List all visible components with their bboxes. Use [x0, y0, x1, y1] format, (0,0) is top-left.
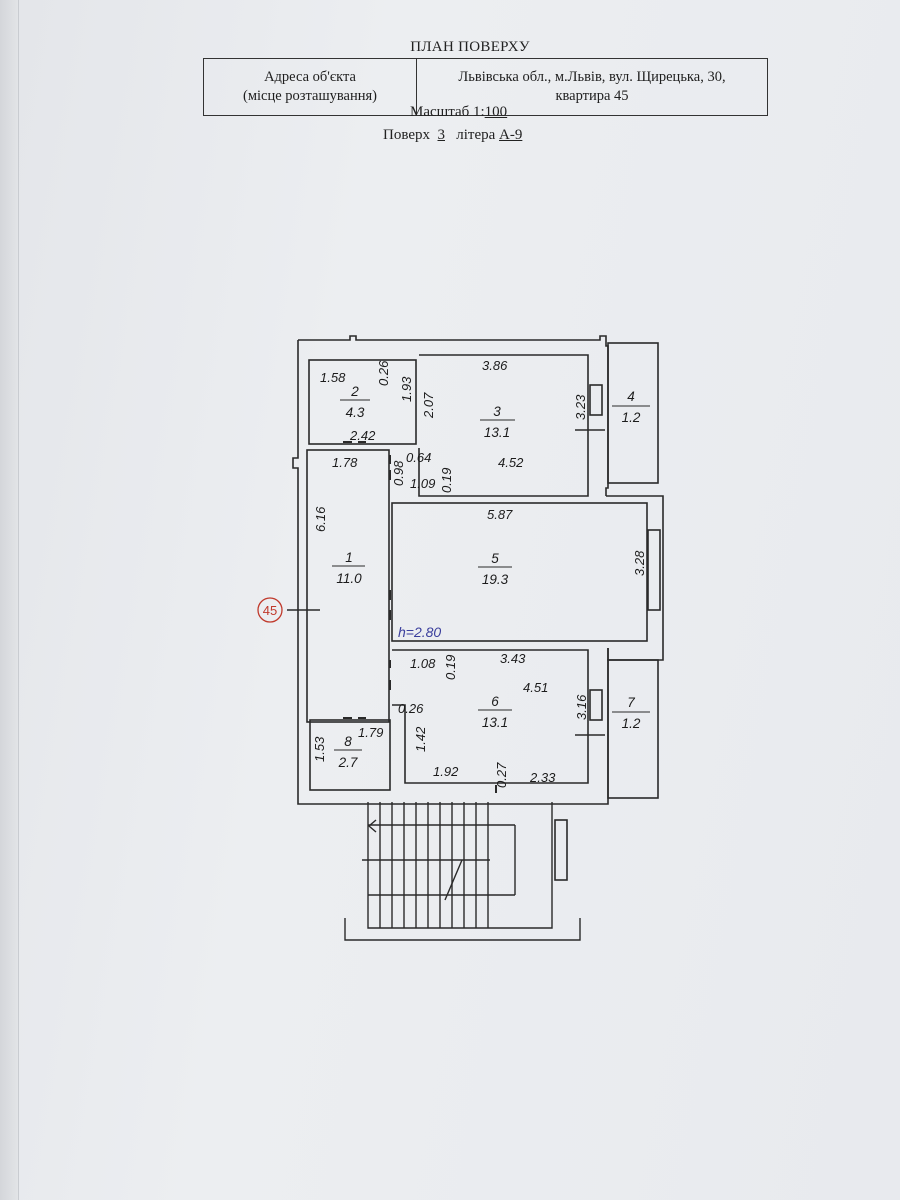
- ceiling-height: h=2.80: [398, 624, 441, 640]
- dim-108: 1.08: [410, 656, 436, 671]
- door-marks: [343, 441, 497, 793]
- scale-label: Масштаб 1:: [410, 104, 485, 120]
- address-value-cell: Львівська обл., м.Львів, вул. Щирецька, …: [416, 58, 768, 116]
- room-5-number: 5: [491, 551, 499, 566]
- plan-walls: [287, 335, 664, 881]
- letter-value: А-9: [499, 127, 523, 143]
- page-title: ПЛАН ПОВЕРХУ: [410, 39, 530, 55]
- room-4-area: 1.2: [622, 410, 641, 425]
- room-6-area: 13.1: [482, 715, 508, 730]
- balcony-4-wall: [607, 342, 659, 484]
- window-room-5: [647, 529, 661, 611]
- dim-019a: 0.19: [439, 468, 454, 493]
- letter-label: літера: [456, 127, 496, 143]
- room-6-number: 6: [491, 694, 499, 709]
- dim-r6-mid: 4.51: [523, 680, 548, 695]
- dim-r1-top: 1.78: [332, 455, 358, 470]
- room-4-number: 4: [627, 389, 635, 404]
- stair-outline: [367, 802, 553, 929]
- room-8-number: 8: [344, 734, 352, 749]
- room-3-wall: [418, 354, 589, 497]
- stair-base: [344, 918, 581, 941]
- dim-019b: 0.19: [443, 655, 458, 680]
- dim-r1-side: 6.16: [313, 506, 328, 532]
- room-5-area: 19.3: [482, 572, 509, 587]
- dim-r6-left: 1.42: [413, 726, 428, 752]
- dim-r5-right: 3.28: [632, 550, 647, 576]
- room-2-area: 4.3: [346, 405, 365, 420]
- address-table: Адреса об'єкта (місце розташування) Льві…: [203, 58, 768, 116]
- stair-cut-line: [444, 859, 463, 901]
- room-7-area: 1.2: [622, 716, 641, 731]
- address-label-cell: Адреса об'єкта (місце розташування): [203, 58, 417, 116]
- dim-r6-bottom-right: 2.33: [529, 770, 556, 785]
- dim-r2-side: 0.26: [376, 360, 391, 386]
- room-8-wall: [309, 719, 391, 791]
- room-8-area: 2.7: [338, 755, 358, 770]
- floor-text: Поверх 3 літера А-9: [383, 127, 522, 144]
- dim-027: 0.27: [494, 762, 509, 788]
- window-room-3: [589, 384, 603, 416]
- dim-r6-right: 3.16: [574, 694, 589, 720]
- room-1-number: 1: [345, 550, 353, 565]
- room-5-wall: [391, 502, 648, 642]
- address-label-line1: Адреса об'єкта: [264, 69, 356, 85]
- dim-026: 0.26: [398, 701, 424, 716]
- dim-r8-left: 1.53: [312, 736, 327, 762]
- dim-r8-top: 1.79: [358, 725, 383, 740]
- stair-arrow: [367, 819, 377, 833]
- dim-r3-top: 3.86: [482, 358, 508, 373]
- room-2-number: 2: [350, 384, 359, 399]
- scale-value: 100: [484, 104, 508, 120]
- dim-r6-top: 3.43: [500, 651, 526, 666]
- dim-r6-bottom-left: 1.92: [433, 764, 459, 779]
- dim-r3-left: 2.07: [421, 392, 436, 419]
- dim-109: 1.09: [410, 476, 435, 491]
- axis-marker-circle: [257, 597, 283, 623]
- room-3-number: 3: [493, 404, 501, 419]
- outer-wall-left-bottom: [292, 340, 609, 805]
- room-3-area: 13.1: [484, 425, 510, 440]
- address-line1: Львівська обл., м.Львів, вул. Щирецька, …: [458, 69, 726, 85]
- dim-r2-height: 1.93: [399, 376, 414, 402]
- dim-r3-right: 3.23: [573, 394, 588, 420]
- room-2-wall: [308, 359, 417, 445]
- address-label-line2: (місце розташування): [243, 88, 377, 104]
- dim-r3-bottom: 4.52: [498, 455, 524, 470]
- dim-r2-width: 1.58: [320, 370, 346, 385]
- window-room-6: [589, 689, 603, 721]
- room-1-wall: [306, 449, 390, 723]
- window-stair: [554, 819, 568, 881]
- floor-value: 3: [437, 127, 446, 143]
- address-line2: квартира 45: [555, 88, 629, 104]
- room-7-number: 7: [627, 695, 635, 710]
- dim-r2-bottom: 2.42: [349, 428, 376, 443]
- dim-098: 0.98: [391, 460, 406, 486]
- balcony-7-wall: [607, 659, 659, 799]
- axis-marker-label: 45: [263, 603, 277, 618]
- room-5-outer: [606, 495, 664, 661]
- room-6-wall: [392, 649, 589, 784]
- staircase: [344, 802, 581, 941]
- room-1-area: 11.0: [336, 571, 362, 586]
- page-edge-shadow: [0, 0, 18, 1200]
- outer-wall-top: [298, 335, 609, 496]
- scale-text: Масштаб 1:100: [410, 104, 507, 121]
- room-separators: [332, 399, 650, 751]
- dim-r5-top: 5.87: [487, 507, 513, 522]
- dim-064: 0.64: [406, 450, 431, 465]
- document-page: [18, 0, 900, 1200]
- floor-label: Поверх: [383, 127, 430, 143]
